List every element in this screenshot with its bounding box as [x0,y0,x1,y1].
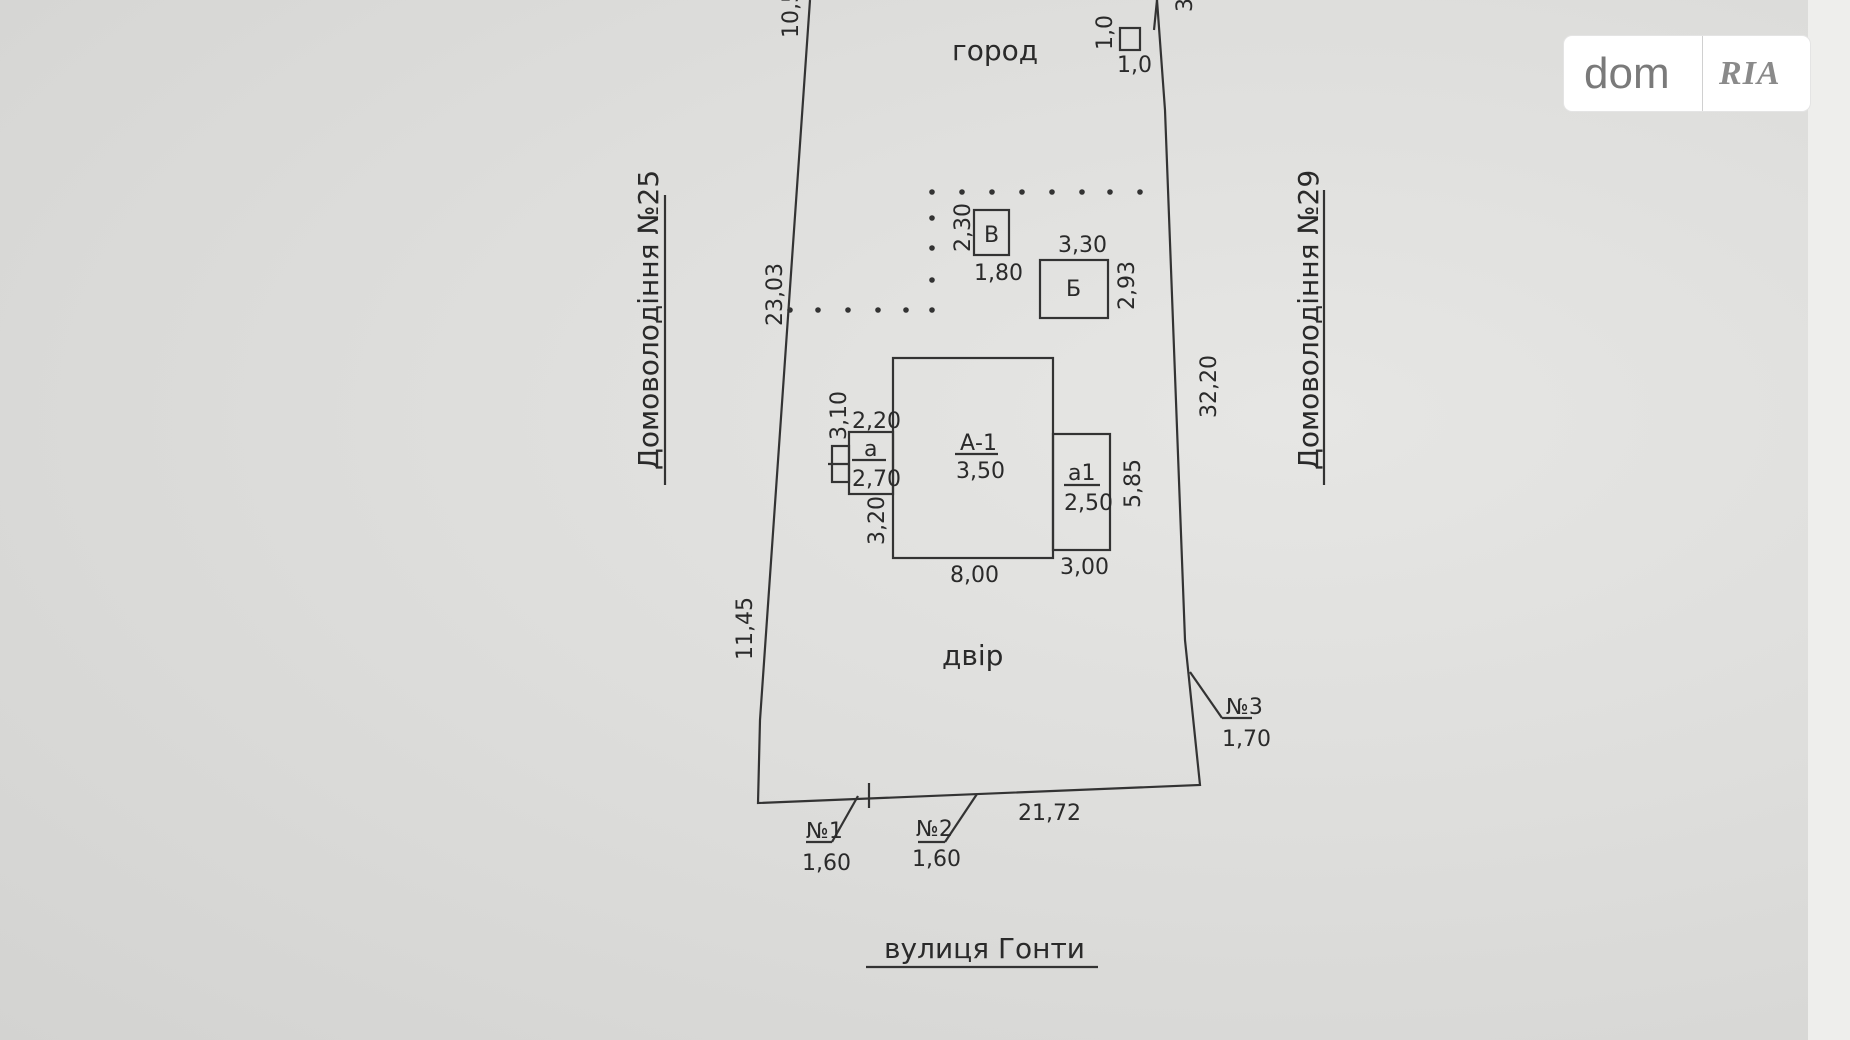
gate-3-width: 1,70 [1222,727,1271,752]
building-v-width: 1,80 [974,261,1023,286]
gate-2-num: №2 [916,817,953,842]
building-a1-width: 8,00 [950,563,999,588]
gate-3-num: №3 [1226,695,1263,720]
gate-1-num: №1 [806,819,843,844]
annex-a1-width: 3,00 [1060,555,1109,580]
boundary-right-top: 3 [1173,0,1198,12]
label-neighbor-left: Домоволодіння №25 [632,170,665,470]
label-garden: город [952,34,1038,67]
building-small-width: 1,0 [1117,53,1152,78]
building-b-code: Б [1066,277,1081,302]
domria-logo: dom RIA [1564,36,1810,111]
annex-a-code: а [864,437,877,462]
building-b-side: 2,93 [1115,261,1140,310]
building-annex-a1 [1051,432,1112,552]
fence-dots [787,189,1143,313]
label-street: вулиця Гонти [884,932,1085,965]
gate-1-leader [831,795,859,843]
annex-a1-side: 5,85 [1121,459,1146,508]
gate-2-leader [944,793,978,843]
annex-a1-height: 2,50 [1064,491,1113,516]
logo-divider [1702,36,1703,111]
building-a1-height: 3,50 [956,459,1005,484]
boundary-right: 32,20 [1197,355,1222,418]
building-v-side: 2,30 [951,203,976,252]
annex-a-height: 2,70 [852,467,901,492]
building-small [1118,26,1142,52]
paper-edge [1808,0,1850,1040]
building-b [1038,258,1110,320]
building-a1-main [891,356,1055,560]
gate-1-width: 1,60 [802,851,851,876]
building-v [972,208,1011,257]
gate-2-width: 1,60 [912,847,961,872]
building-a1-code: А-1 [960,431,997,456]
building-small-side: 1,0 [1093,15,1118,50]
building-a1-side: 3,20 [865,496,890,545]
label-yard: двір [942,639,1003,672]
label-neighbor-right: Домоволодіння №29 [1292,170,1325,470]
annex-a-side: 3,10 [827,391,852,440]
plot-boundary [756,0,1202,805]
annex-a1-code: а1 [1068,461,1095,486]
gate-3-leader [1189,671,1223,719]
boundary-bottom: 21,72 [1018,801,1081,826]
building-v-code: В [984,223,999,248]
annex-a-width: 2,20 [852,409,901,434]
boundary-left-mid: 23,03 [763,263,788,326]
logo-dom-text: dom [1584,48,1670,98]
building-b-width: 3,30 [1058,233,1107,258]
logo-ria-text: RIA [1719,54,1781,92]
boundary-left-bottom: 11,45 [733,597,758,660]
boundary-left-top: 10,50 [779,0,804,38]
